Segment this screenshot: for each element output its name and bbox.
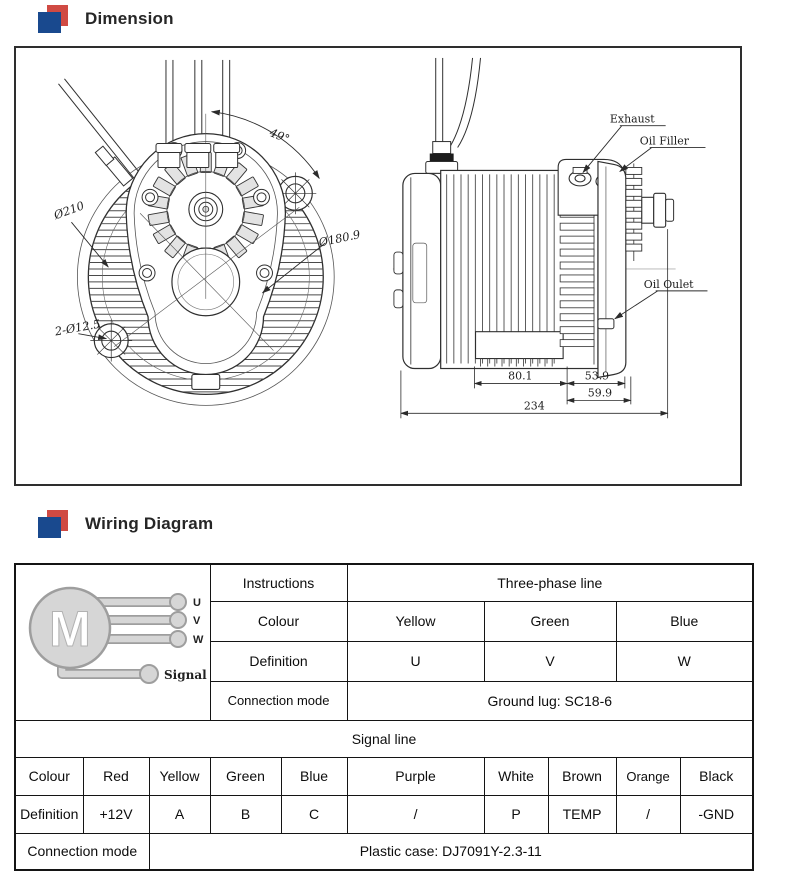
- table-row: Connection mode Ground lug: SC18-6: [15, 680, 754, 721]
- cell-instructions-label: Instructions: [209, 563, 348, 602]
- cell-signal-def-c: C: [280, 794, 348, 834]
- dimension-drawing: 49° Ø210 Ø180.9 2-Ø12.5: [51, 57, 708, 419]
- table-row: Colour Red Yellow Green Blue Purple Whit…: [14, 756, 754, 796]
- cell-signal-colour-white: White: [483, 756, 549, 796]
- cell-signal-def-a: A: [148, 794, 211, 834]
- cell-signal-definition-label: Definition: [14, 794, 84, 834]
- cell-signal-colour-green: Green: [209, 756, 282, 796]
- motor-diagram-cell: M U V W Signal: [14, 563, 211, 721]
- motor-diagram: M U V W Signal: [28, 586, 207, 684]
- wiring-section-header: Wiring Diagram: [38, 510, 795, 538]
- cell-signal-colour-purple: Purple: [346, 756, 485, 796]
- signal-label: Signal: [164, 668, 207, 682]
- cell-phase-connection: Ground lug: SC18-6: [346, 680, 754, 721]
- cell-signal-colour-brown: Brown: [547, 756, 617, 796]
- cell-signal-def-12v: +12V: [82, 794, 150, 834]
- front-outer-dia-label: Ø210: [51, 198, 86, 222]
- terminal-u-dot: [169, 592, 187, 611]
- terminal-w-label: W: [193, 634, 204, 646]
- cell-phase-colour-yellow: Yellow: [346, 600, 485, 642]
- logo-blue-square-icon: [38, 12, 61, 33]
- table-row: M U V W Signal Instructions Three-phase …: [14, 563, 754, 721]
- cell-signal-connection: Plastic case: DJ7091Y-2.3-11: [148, 832, 754, 871]
- dimension-drawing-box: 49° Ø210 Ø180.9 2-Ø12.5: [14, 46, 742, 486]
- cell-signal-colour-yellow: Yellow: [148, 756, 211, 796]
- dimension-section-header: Dimension: [38, 0, 795, 33]
- cell-signal-def-p: P: [483, 794, 549, 834]
- brand-logo-icon: [38, 510, 70, 538]
- table-row: Definition +12V A B C / P TEMP / -GND: [14, 794, 754, 834]
- cell-colour-label: Colour: [209, 600, 348, 642]
- cell-definition-label: Definition: [209, 640, 348, 682]
- cell-signal-colour-red: Red: [82, 756, 150, 796]
- dim-53-9: 53.9: [585, 369, 609, 382]
- table-row: Signal line: [14, 719, 754, 758]
- cell-phase-def-w: W: [615, 640, 754, 682]
- cell-phase-colour-blue: Blue: [615, 600, 754, 642]
- motor-circle: [28, 586, 112, 669]
- cell-signal-colour-blue: Blue: [280, 756, 348, 796]
- logo-blue-square-icon: [38, 517, 61, 538]
- cell-signal-def-slash2: /: [615, 794, 681, 834]
- dimension-title: Dimension: [85, 9, 174, 28]
- cell-three-phase-header: Three-phase line: [346, 563, 754, 602]
- front-bolt-circle-label: Ø180.9: [316, 227, 361, 250]
- front-angle-label: 49°: [267, 125, 292, 146]
- brand-logo-icon: [38, 5, 70, 33]
- cell-signal-def-temp: TEMP: [547, 794, 617, 834]
- cell-phase-def-v: V: [483, 640, 617, 682]
- cell-signal-colour-label: Colour: [14, 756, 84, 796]
- cell-signal-def-slash1: /: [346, 794, 485, 834]
- wiring-table: M U V W Signal Instructions Three-phase …: [14, 563, 755, 871]
- side-exhaust-label: Exhaust: [610, 113, 655, 126]
- side-oil-filler-label: Oil Filler: [640, 135, 690, 148]
- cell-signal-def-b: B: [209, 794, 282, 834]
- cell-connection-mode-label: Connection mode: [209, 680, 348, 721]
- table-row: Connection mode Plastic case: DJ7091Y-2.…: [14, 832, 754, 871]
- cell-signal-line-header: Signal line: [14, 719, 754, 758]
- dim-234: 234: [524, 399, 545, 412]
- side-oil-outlet-label: Oil Oulet: [644, 278, 694, 291]
- dim-59-9: 59.9: [588, 386, 612, 399]
- wiring-title: Wiring Diagram: [85, 514, 214, 533]
- cell-signal-def-gnd: -GND: [679, 794, 754, 834]
- cell-phase-colour-green: Green: [483, 600, 617, 642]
- terminal-v-dot: [169, 610, 187, 629]
- front-holes-label: 2-Ø12.5: [53, 317, 102, 339]
- terminal-v-label: V: [193, 615, 201, 627]
- signal-dot: [139, 663, 159, 684]
- cell-signal-colour-orange: Orange: [615, 756, 681, 796]
- motor-m-label: M: [49, 601, 91, 657]
- table-row: Definition U V W: [15, 640, 754, 682]
- dim-80-1: 80.1: [508, 369, 532, 382]
- terminal-u-label: U: [193, 597, 201, 609]
- cell-signal-colour-black: Black: [679, 756, 754, 796]
- terminal-w-dot: [169, 629, 187, 648]
- cell-signal-connection-mode-label: Connection mode: [14, 832, 150, 871]
- cell-phase-def-u: U: [346, 640, 485, 682]
